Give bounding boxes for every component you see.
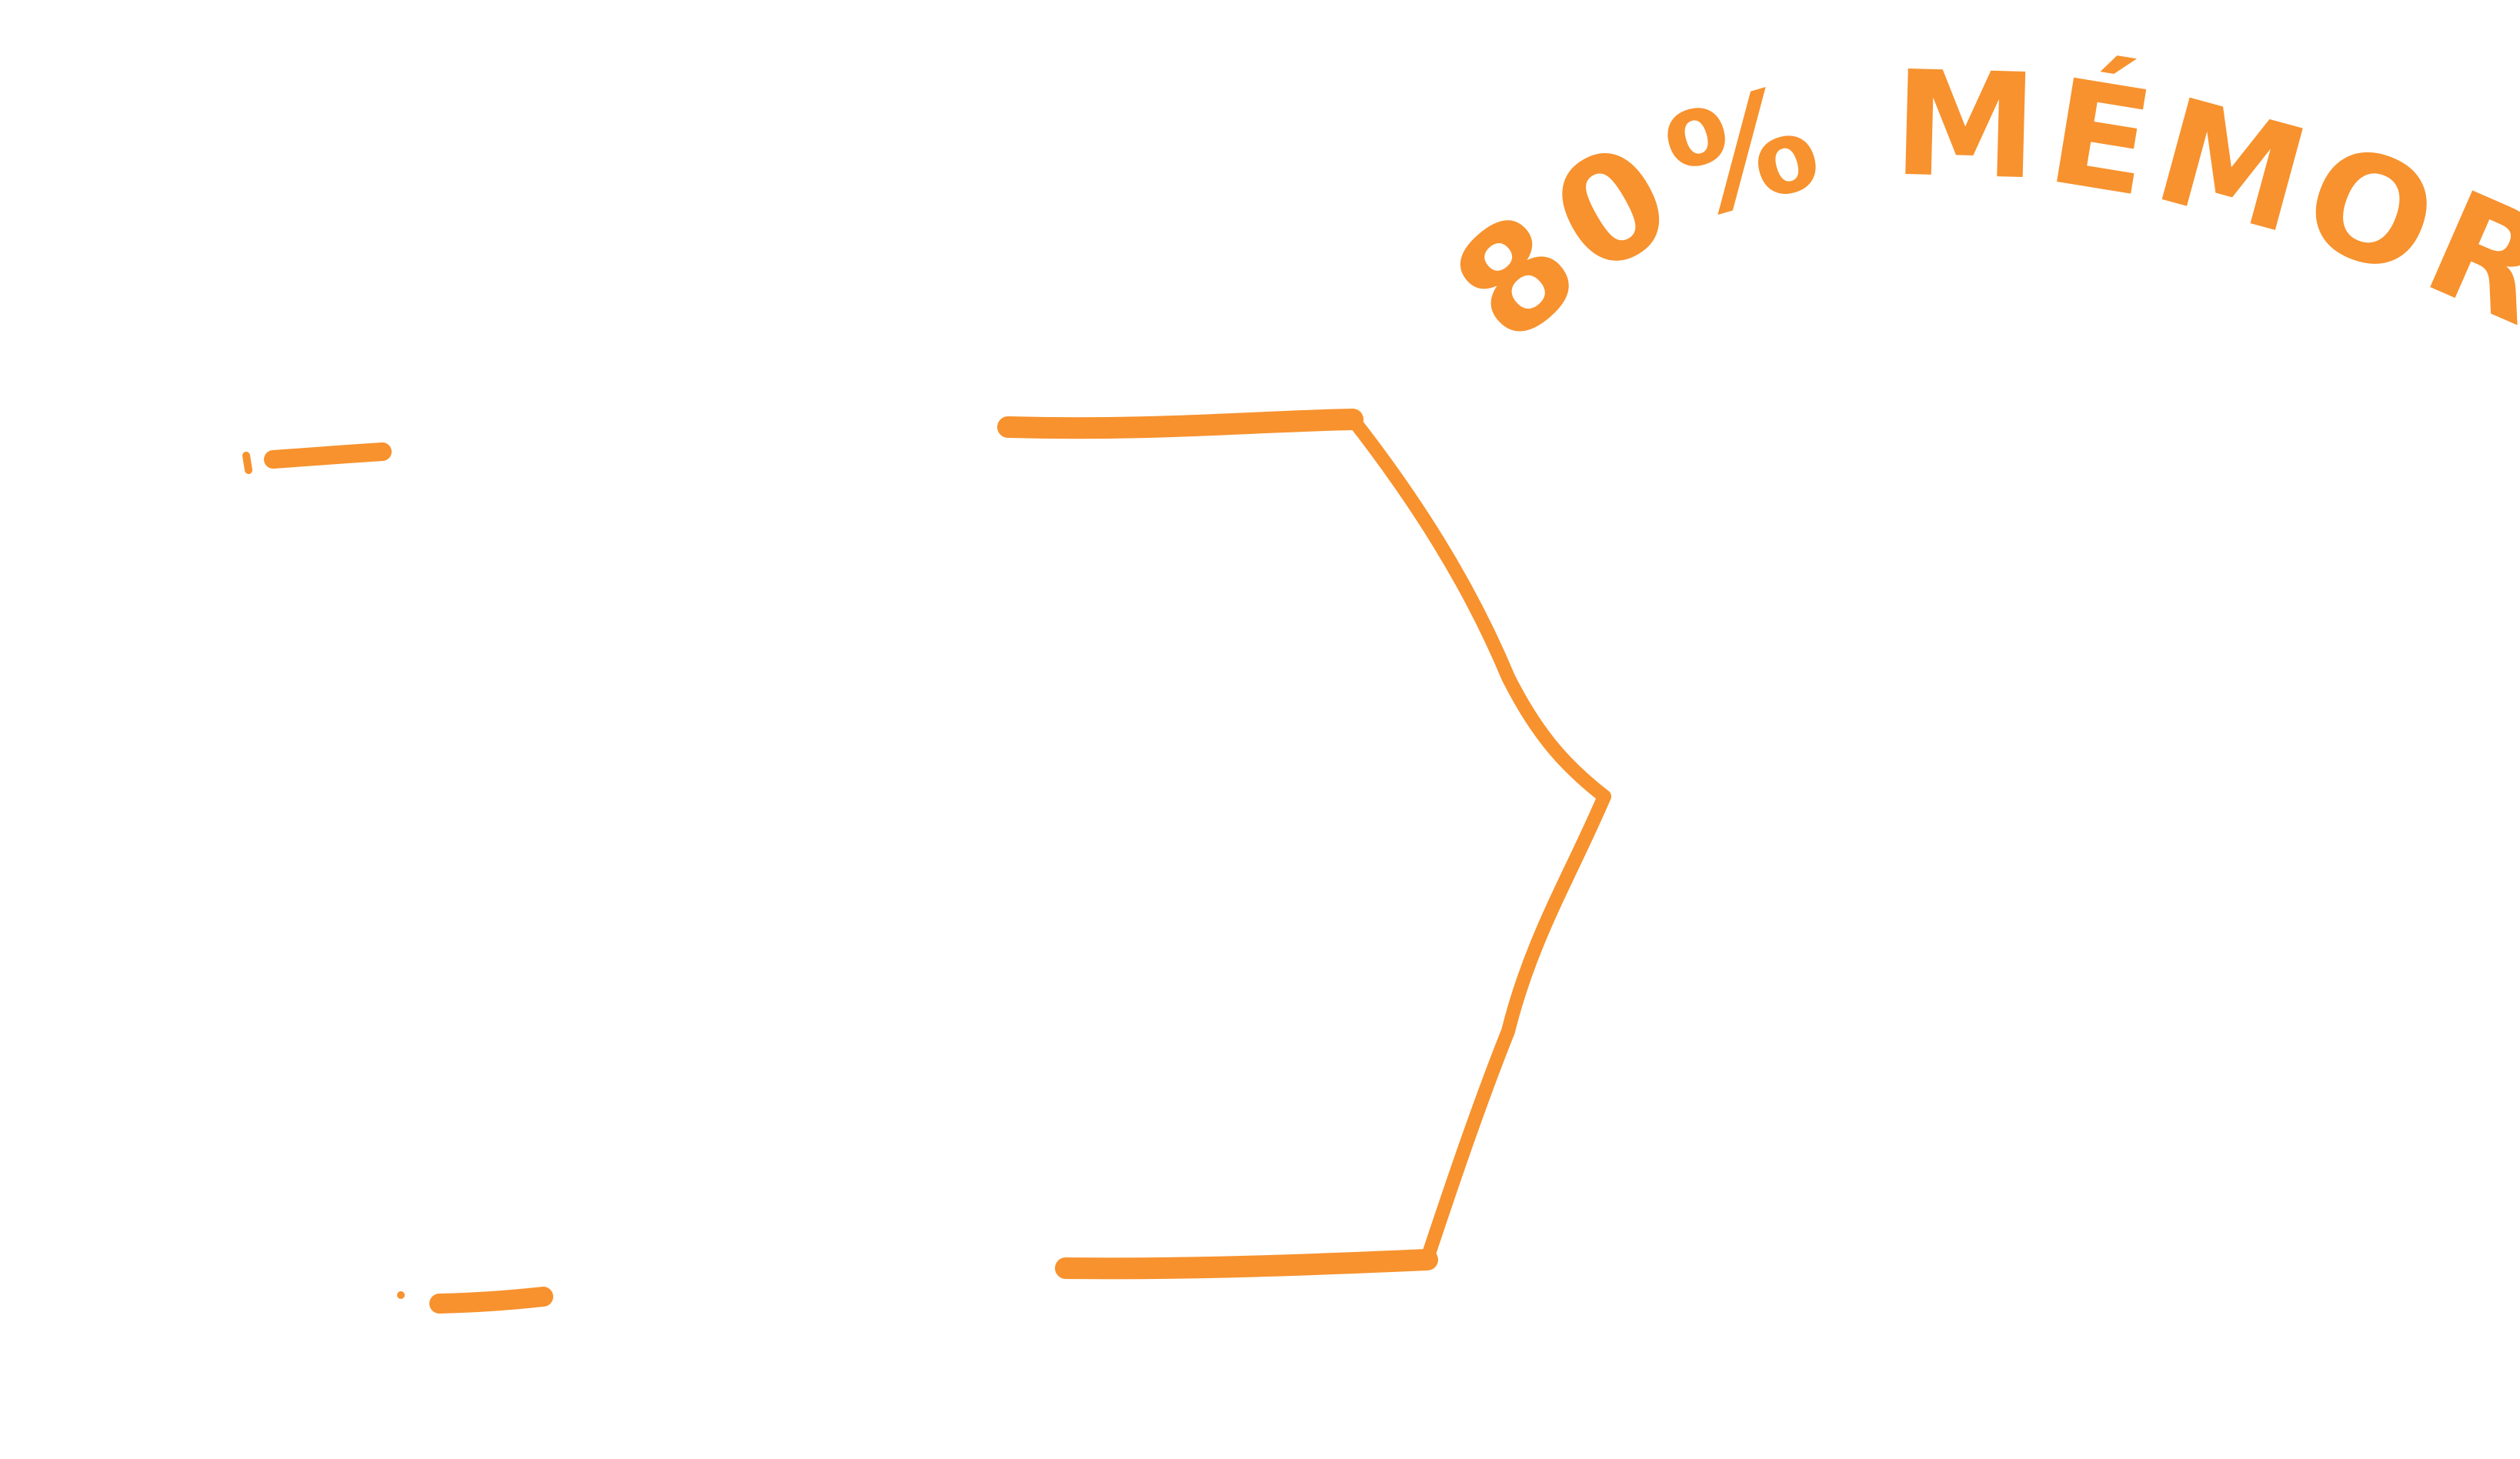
left-top-tick [242,452,252,474]
chevron-upper-diagonal [1346,412,1611,803]
chevron-top-arm [997,409,1363,439]
left-bottom-dash [429,1287,553,1314]
left-bottom-speck [397,1291,405,1299]
right-chevron-bracket [997,409,1611,1280]
memorisation-label: 80% MÉMORISATION ! [0,0,2520,375]
left-bracket-fragments [242,442,553,1314]
chevron-lower-diagonal [1420,790,1611,1265]
memorisation-label-text: 80% MÉMORISATION ! [0,0,2520,375]
chevron-bottom-arm [1055,1249,1438,1280]
left-top-dash [264,442,392,469]
